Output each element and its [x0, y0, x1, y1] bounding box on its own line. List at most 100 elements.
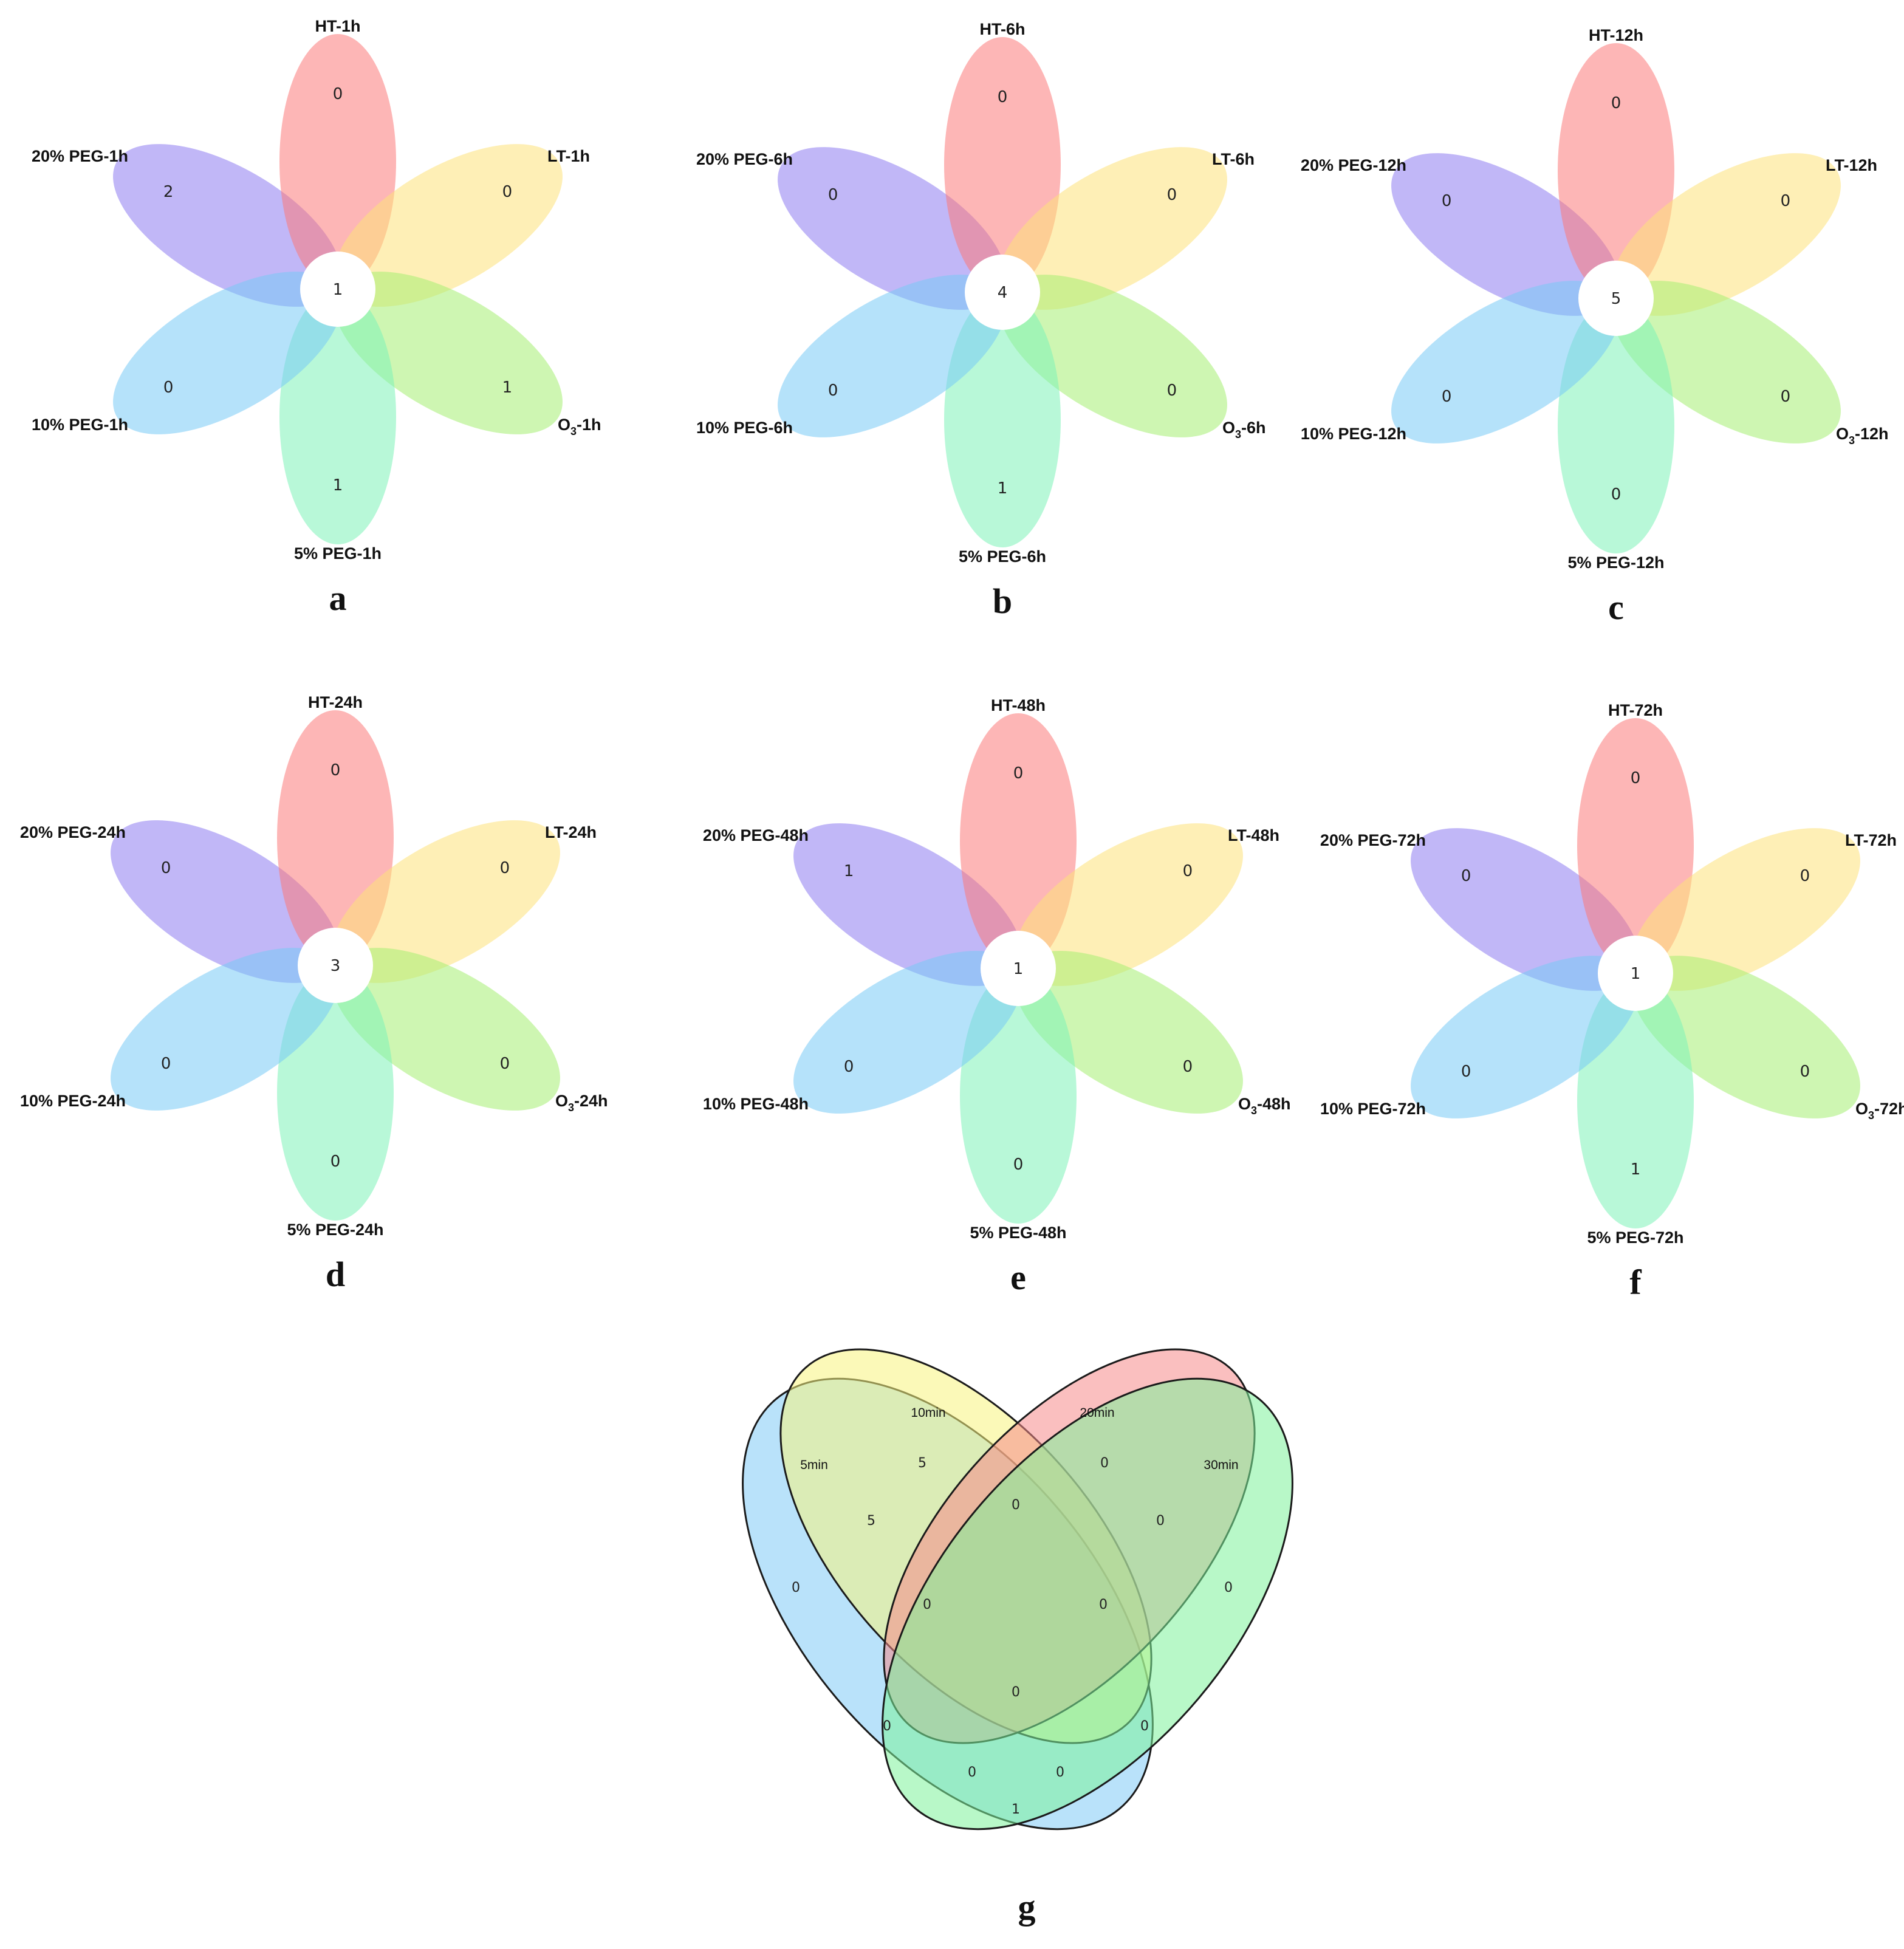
petal-lower-left [1411, 956, 1640, 1118]
label-upper-left: 20% PEG-1h [32, 147, 128, 165]
venn-set-30min [882, 1377, 1293, 1831]
label-lower-left: 10% PEG-48h [703, 1095, 809, 1113]
label-bottom: 5% PEG-12h [1567, 553, 1664, 572]
panel-letter: d [326, 1255, 345, 1294]
count-upper-right: 0 [1800, 867, 1810, 885]
label-top: HT-48h [991, 696, 1046, 714]
panel-letter: c [1608, 587, 1624, 627]
label-lower-left: 10% PEG-72h [1320, 1100, 1426, 1118]
count-top: 0 [1611, 94, 1621, 112]
petal-lower-left [778, 275, 1007, 437]
venn-region-20-30: 0 [1156, 1513, 1165, 1529]
count-top: 0 [330, 761, 341, 779]
petal-upper-left [1411, 828, 1640, 991]
count-lower-left: 0 [1442, 388, 1452, 406]
count-upper-right: 0 [1183, 862, 1193, 880]
count-top: 0 [1013, 764, 1024, 783]
label-bottom: 5% PEG-6h [959, 547, 1046, 566]
petal-lower-right [1612, 281, 1841, 444]
venn-region-5-10: 5 [867, 1513, 875, 1529]
panel-letter: f [1629, 1262, 1642, 1302]
venn-region-only-20: 0 [1100, 1456, 1109, 1471]
flower-center [298, 928, 373, 1003]
count-bottom: 0 [1013, 1156, 1024, 1174]
count-upper-left: 0 [1461, 867, 1471, 885]
count-upper-left: 0 [828, 186, 838, 204]
label-upper-left: 20% PEG-48h [703, 826, 809, 844]
venn-region-5-20: 0 [883, 1719, 891, 1734]
flower-center [965, 255, 1040, 330]
label-lower-right: O3-72h [1855, 1100, 1904, 1122]
petal-lower-left [113, 272, 342, 434]
petal-upper-right [1612, 153, 1841, 316]
center-count: 1 [1013, 960, 1024, 978]
label-lower-right: O3-48h [1238, 1095, 1291, 1117]
count-upper-right: 0 [500, 859, 510, 877]
venn-region-5-20-30: 0 [1056, 1765, 1064, 1780]
petal-upper-left [793, 823, 1022, 986]
count-lower-right: 0 [1183, 1058, 1193, 1076]
petal-upper-right [1631, 828, 1860, 991]
count-bottom: 0 [1611, 485, 1621, 504]
petal-upper-left [778, 147, 1007, 310]
label-top: HT-6h [979, 20, 1025, 38]
count-lower-right: 1 [502, 378, 513, 397]
count-lower-right: 0 [1800, 1063, 1810, 1081]
petal-upper-left [111, 820, 340, 983]
label-upper-right: LT-12h [1826, 156, 1877, 174]
label-upper-left: 20% PEG-12h [1301, 156, 1406, 174]
label-upper-right: LT-6h [1212, 150, 1255, 168]
count-lower-right: 0 [1781, 388, 1791, 406]
petal-upper-right [331, 820, 560, 983]
petal-lower-left [793, 951, 1022, 1114]
count-upper-right: 0 [1167, 186, 1177, 204]
count-upper-right: 0 [502, 183, 513, 201]
venn-region-5-10-20: 0 [923, 1597, 931, 1612]
venn-region-10-20-30: 0 [1099, 1597, 1108, 1612]
count-lower-left: 0 [163, 378, 174, 397]
petal-upper-left [113, 144, 342, 307]
petal-upper-right [1014, 823, 1243, 986]
count-bottom: 1 [333, 476, 343, 495]
flower-center [1598, 936, 1673, 1011]
count-lower-left: 0 [161, 1055, 171, 1073]
flower-center [300, 252, 375, 327]
count-upper-left: 0 [1442, 192, 1452, 210]
count-top: 0 [1631, 769, 1641, 787]
venn-label-30min: 30min [1204, 1458, 1238, 1472]
venn-region-only-10: 5 [918, 1456, 926, 1471]
label-bottom: 5% PEG-1h [294, 544, 382, 563]
count-top: 0 [333, 85, 343, 103]
label-bottom: 5% PEG-48h [970, 1224, 1066, 1242]
flower-center [1578, 261, 1654, 336]
venn-label-20min: 20min [1080, 1406, 1114, 1420]
label-top: HT-24h [308, 693, 363, 711]
label-top: HT-1h [315, 17, 360, 35]
venn-region-only-30: 0 [1224, 1580, 1233, 1595]
petal-lower-right [998, 275, 1227, 437]
count-lower-left: 0 [844, 1058, 854, 1076]
petal-upper-right [998, 147, 1227, 310]
center-count: 1 [1631, 965, 1641, 983]
label-lower-right: O3-24h [555, 1092, 608, 1114]
count-top: 0 [998, 88, 1008, 106]
center-count: 4 [998, 284, 1008, 302]
panel-letter: g [1018, 1887, 1036, 1927]
petal-upper-left [1391, 153, 1620, 316]
label-lower-left: 10% PEG-12h [1301, 425, 1406, 443]
label-upper-right: LT-72h [1845, 831, 1897, 849]
count-upper-left: 1 [844, 862, 854, 880]
label-lower-right: O3-6h [1222, 419, 1266, 440]
label-upper-left: 20% PEG-24h [20, 823, 126, 841]
venn-region-5-30: 1 [1012, 1802, 1020, 1817]
count-upper-right: 0 [1781, 192, 1791, 210]
count-upper-left: 0 [161, 859, 171, 877]
venn-region-all: 0 [1012, 1685, 1020, 1700]
petal-lower-left [111, 948, 340, 1111]
